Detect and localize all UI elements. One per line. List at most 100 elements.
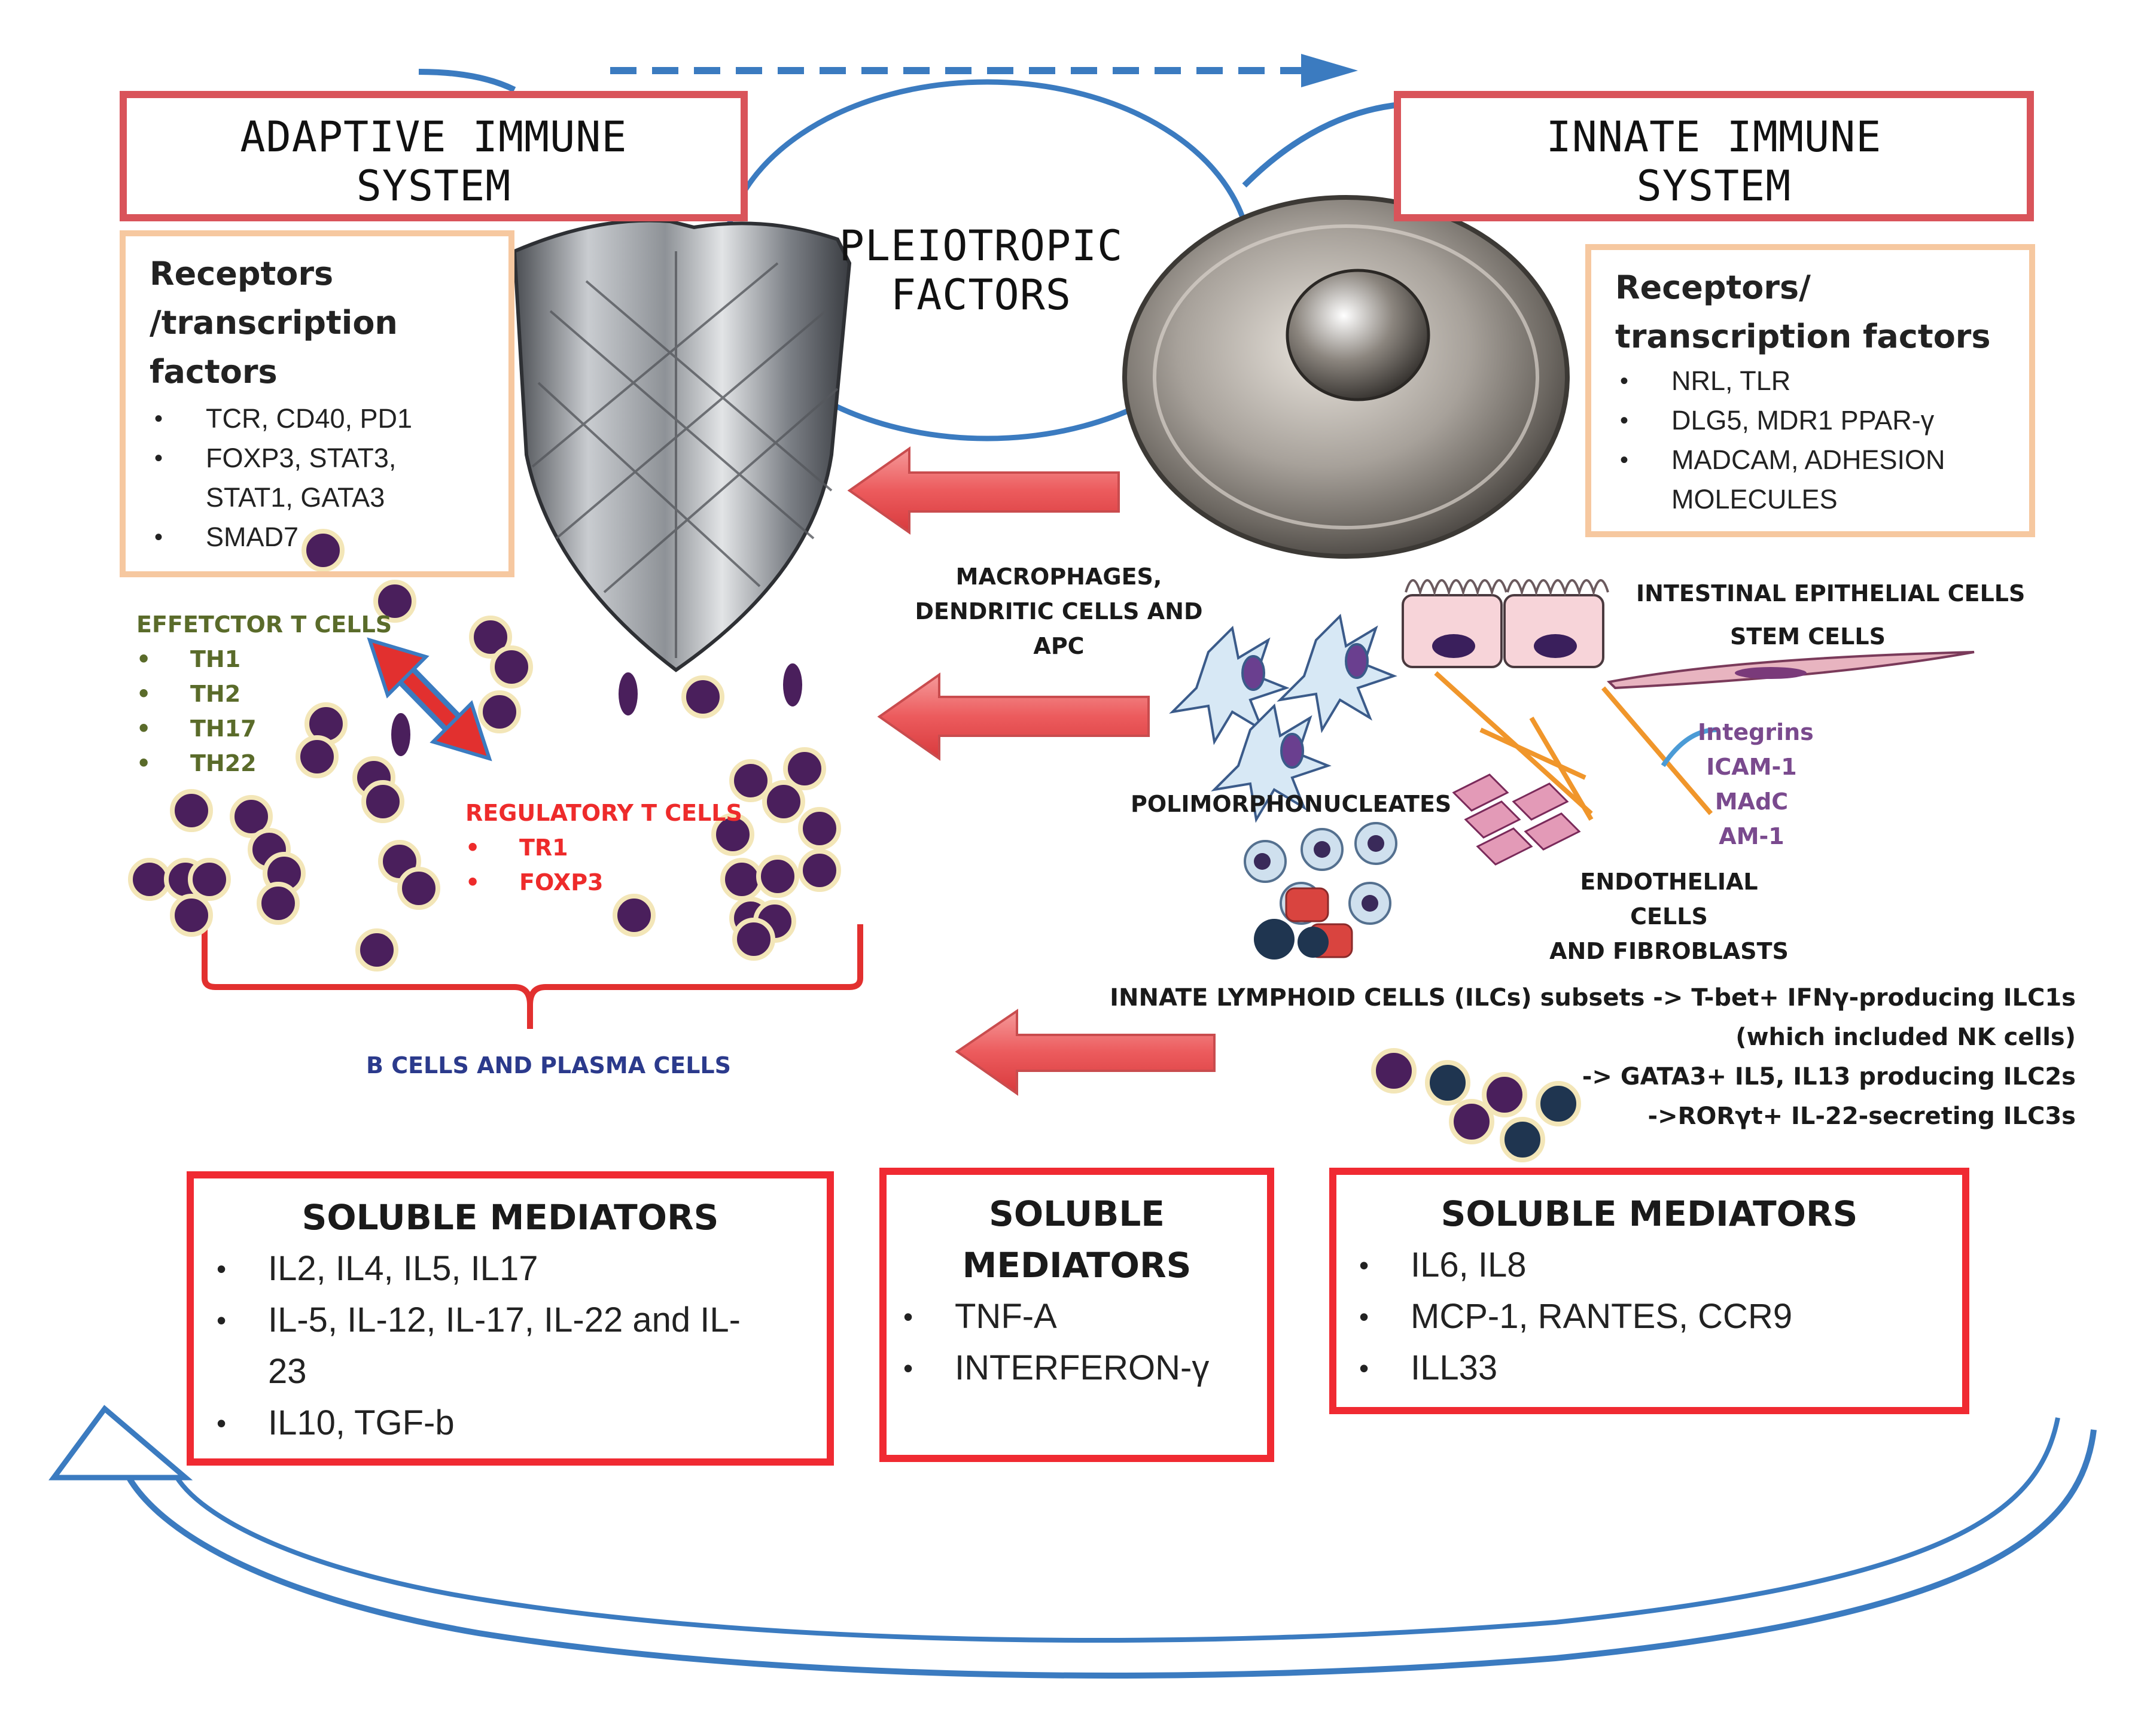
effector-list: TH1 TH2 TH17 TH22 <box>136 642 392 781</box>
innate-receptor-item: MADCAM, ADHESION <box>1615 440 2029 480</box>
soluble-mid-item: INTERFERON-γ <box>899 1342 1255 1394</box>
ilc-cell <box>1500 1117 1545 1162</box>
polymorphonucleates-label: POLIMORPHONUCLEATES <box>1131 791 1452 817</box>
soluble-mid-item: TNF-A <box>899 1291 1255 1342</box>
soluble-right-item: MCP-1, RANTES, CCR9 <box>1354 1291 1944 1342</box>
regulatory-title: REGULATORY T CELLS <box>465 800 742 826</box>
soluble-left-item: IL2, IL4, IL5, IL17 <box>212 1243 809 1295</box>
round-shield-image <box>1122 195 1570 559</box>
adaptive-receptors-box: Receptors /transcription factors TCR, CD… <box>120 230 514 577</box>
macrophages-label: MACROPHAGES, DENDRITIC CELLS AND APC <box>915 564 1203 659</box>
ilc-cell <box>1371 1048 1417 1094</box>
kite-shield-image <box>512 218 852 672</box>
lymphocyte-cell <box>798 807 841 850</box>
lymphocyte-cell <box>783 747 826 790</box>
innate-receptor-item: DLG5, MDR1 PPAR-γ <box>1615 401 2029 440</box>
innate-receptors-title-2: transcription factors <box>1615 318 1991 355</box>
effector-t-cells: EFFETCTOR T CELLS TH1 TH2 TH17 TH22 <box>136 607 392 781</box>
lymphocyte-cell <box>397 867 440 910</box>
soluble-right-title: SOLUBLE MEDIATORS <box>1440 1193 1858 1234</box>
innate-title-box: INNATE IMMUNE SYSTEM <box>1394 91 2034 221</box>
ilc-cell-group <box>1371 1048 1581 1162</box>
epithelial-cells <box>1402 579 1609 668</box>
soluble-left-title: SOLUBLE MEDIATORS <box>301 1197 719 1238</box>
soluble-right-list: IL6, IL8 MCP-1, RANTES, CCR9 ILL33 <box>1354 1239 1944 1394</box>
innate-receptors-list: NRL, TLR DLG5, MDR1 PPAR-γ MADCAM, ADHES… <box>1615 361 2029 519</box>
effector-title: EFFETCTOR T CELLS <box>136 611 392 638</box>
soluble-left-item-cont: 23 <box>268 1352 307 1391</box>
soluble-mid-title-2: MEDIATORS <box>962 1245 1192 1286</box>
lymphocyte-cell <box>762 780 805 823</box>
polymorphonuclear-cells <box>1244 822 1397 960</box>
bottom-arrowhead <box>48 1405 193 1481</box>
effector-item: TH17 <box>136 711 392 746</box>
lymphocyte-cell <box>469 616 512 659</box>
adaptive-receptor-item: STAT1, GATA3 <box>206 482 385 513</box>
adaptive-receptor-item: TCR, CD40, PD1 <box>150 399 508 438</box>
top-left-arc <box>418 69 516 93</box>
soluble-left-list: IL2, IL4, IL5, IL17 IL-5, IL-12, IL-17, … <box>212 1243 809 1449</box>
lymphocyte-cell <box>490 645 533 689</box>
pleiotropic-line2: FACTORS <box>890 270 1071 319</box>
ilc-cell <box>1482 1072 1527 1117</box>
lymphocyte-cell <box>128 858 171 901</box>
intestinal-epithelial-label: INTESTINAL EPITHELIAL CELLS <box>1636 580 2026 607</box>
soluble-mediators-right: SOLUBLE MEDIATORS IL6, IL8 MCP-1, RANTES… <box>1329 1168 1969 1414</box>
soluble-right-item: ILL33 <box>1354 1342 1944 1394</box>
innate-receptor-item: NRL, TLR <box>1615 361 2029 401</box>
dendritic-cells <box>1169 613 1397 823</box>
red-arrow-2 <box>877 672 1150 761</box>
lymphocyte-cell <box>613 894 656 937</box>
adaptive-title-line2: SYSTEM <box>356 162 511 211</box>
adaptive-receptor-item: SMAD7 <box>150 517 508 557</box>
b-cells-bracket <box>202 924 863 1029</box>
adaptive-receptors-title-3: factors <box>150 353 278 391</box>
regulatory-item: FOXP3 <box>465 865 742 900</box>
lymphocyte-group <box>128 529 841 971</box>
ilc-line: -> GATA3+ IL5, IL13 producing ILC2s <box>1582 1063 2076 1091</box>
ilc-cell <box>1449 1099 1494 1144</box>
innate-receptors-title-1: Receptors/ <box>1615 269 1811 306</box>
lymphocyte-cell <box>732 918 775 961</box>
adaptive-title-line1: ADAPTIVE IMMUNE <box>240 112 628 162</box>
endothelial-label: ENDOTHELIAL CELLS AND FIBROBLASTS <box>1549 869 1789 964</box>
fibroblast-strands <box>1434 671 1713 821</box>
regulatory-t-cells: REGULATORY T CELLS TR1 FOXP3 <box>465 796 742 900</box>
soluble-right-item: IL6, IL8 <box>1354 1239 1944 1291</box>
lymphocyte-cell <box>798 849 841 892</box>
endothelial-fibroblasts <box>1452 773 1581 866</box>
pleiotropic-label: PLEIOTROPIC FACTORS <box>814 221 1149 319</box>
soluble-mid-list: TNF-A INTERFERON-γ <box>899 1291 1255 1394</box>
regulatory-list: TR1 FOXP3 <box>465 830 742 900</box>
innate-arc <box>1242 102 1400 188</box>
lymphocyte-cell <box>361 780 404 823</box>
innate-receptors-box: Receptors/ transcription factors NRL, TL… <box>1585 244 2035 537</box>
ilc-subsets-text: INNATE LYMPHOID CELLS (ILCs) subsets -> … <box>1017 978 2076 1136</box>
regulatory-item: TR1 <box>465 830 742 865</box>
ilc-cell <box>1536 1081 1581 1126</box>
pleiotropic-line1: PLEIOTROPIC <box>839 221 1123 270</box>
effector-item: TH1 <box>136 642 392 677</box>
adaptive-title-box: ADAPTIVE IMMUNE SYSTEM <box>120 91 748 221</box>
red-arrow-3 <box>955 1009 1216 1096</box>
ilc-line: INNATE LYMPHOID CELLS (ILCs) subsets -> … <box>1110 984 2076 1012</box>
lymphocyte-cell <box>170 789 213 832</box>
bottom-curved-arrow <box>123 1429 2097 1679</box>
integrin-strand <box>1661 727 1717 768</box>
b-cells-label: B CELLS AND PLASMA CELLS <box>366 1052 731 1079</box>
lymphocyte-cell <box>170 894 213 937</box>
lymphocyte-cell <box>230 795 273 838</box>
lymphocyte-cell <box>729 759 772 802</box>
ilc-line: (which included NK cells) <box>1735 1024 2076 1051</box>
lymphocyte-cell <box>257 882 300 925</box>
adaptive-receptor-item: FOXP3, STAT3, <box>150 438 508 478</box>
ilc-cell <box>1425 1060 1470 1105</box>
innate-title-line1: INNATE IMMUNE <box>1546 112 1882 162</box>
soluble-mediators-left: SOLUBLE MEDIATORS IL2, IL4, IL5, IL17 IL… <box>187 1171 834 1466</box>
soluble-left-item: IL10, TGF-b <box>212 1397 809 1449</box>
ilc-line: ->RORγt+ IL-22-secreting ILC3s <box>1647 1102 2076 1130</box>
soluble-mediators-middle: SOLUBLE MEDIATORS TNF-A INTERFERON-γ <box>879 1168 1274 1462</box>
effector-item: TH2 <box>136 677 392 711</box>
